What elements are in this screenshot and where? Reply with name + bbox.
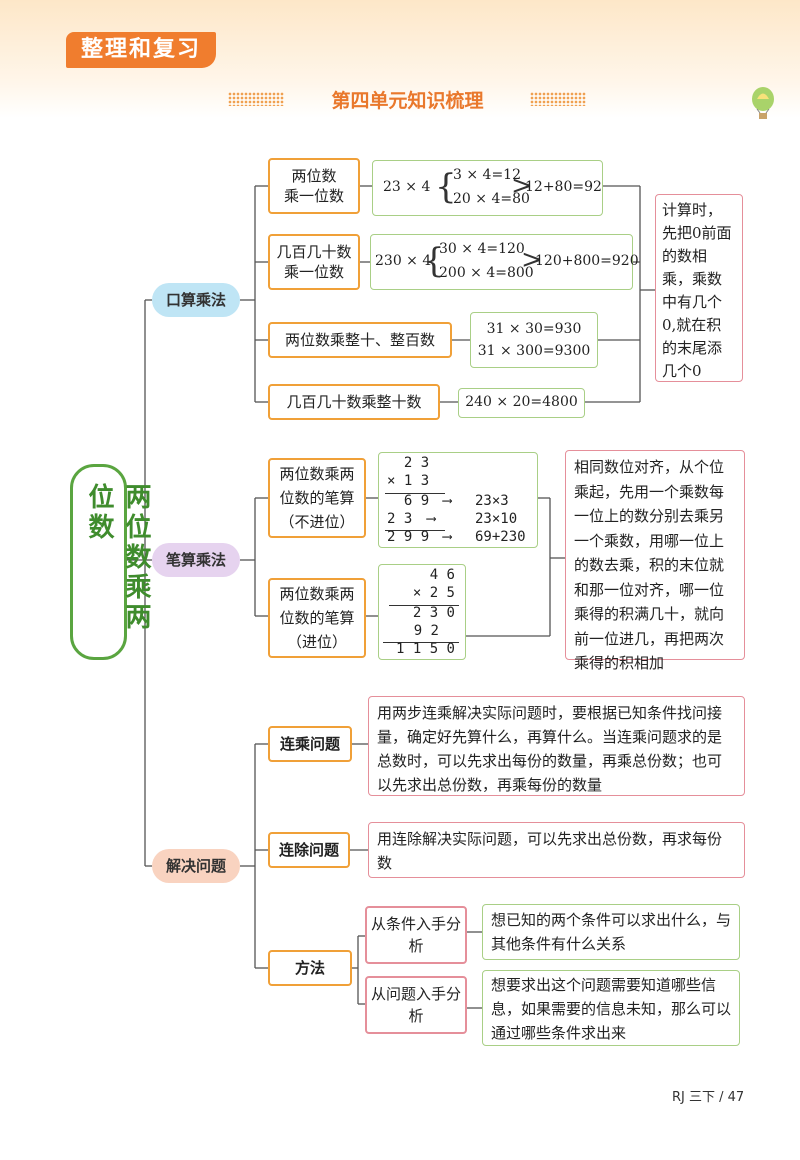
- oral-ex3-line1: 31 × 30=930: [486, 321, 582, 337]
- arrow-icon: ⟶: [427, 511, 436, 527]
- calc1-side3: 69+230: [475, 529, 526, 545]
- oral-ex1-bottom: 20 × 4=80: [453, 191, 530, 207]
- calc2-row2: × 2 5: [412, 585, 455, 601]
- oral-ex2-bottom: 200 × 4=800: [439, 265, 534, 281]
- arrow-icon: ⟶: [443, 529, 452, 545]
- oral-note: 计算时，先把0前面的数相乘，乘数中有几个0,就在积的末尾添几个0: [655, 194, 743, 382]
- oral-ex3-line2: 31 × 300=9300: [477, 343, 591, 359]
- calc1-row4: 2 3: [387, 511, 413, 527]
- oral-ex1-top: 3 × 4=12: [453, 167, 521, 183]
- problem-item-1: 连乘问题: [268, 726, 352, 762]
- merge-icon: >: [511, 171, 533, 201]
- title-dots-left: [228, 92, 284, 106]
- oral-ex2-left: 230 × 4: [375, 253, 432, 269]
- section-tag: 整理和复习: [66, 32, 216, 68]
- oral-ex2-result: 120+800=920: [535, 253, 639, 269]
- oral-item-4: 几百几十数乘整十数: [268, 384, 440, 420]
- written-note: 相同数位对齐，从个位乘起，先用一个乘数每一位上的数分别去乘另一个乘数，用哪一位上…: [565, 450, 745, 672]
- oral-item-2-line1: 几百几十数: [276, 243, 352, 261]
- oral-ex1-result: 12+80=92: [525, 179, 602, 195]
- calc2-row1: 4 6: [429, 567, 455, 583]
- brace-icon: {: [435, 167, 457, 207]
- page-title: 第四单元知识梳理: [331, 90, 484, 112]
- calc1-side2: 23×10: [475, 511, 518, 527]
- calc2-row5: 1 1 5 0: [395, 641, 455, 657]
- method-sub-2: 从问题入手分析: [365, 976, 467, 1034]
- written-calc-1: 2 3 × 1 3 6 9 2 3 2 9 9 ⟶ ⟶ ⟶ 23×3 23×10…: [378, 452, 538, 548]
- method-sub-1: 从条件入手分析: [365, 906, 467, 964]
- category-written: 笔算乘法: [152, 543, 240, 577]
- written-calc-2: 4 6 × 2 5 2 3 0 9 2 1 1 5 0: [378, 564, 466, 660]
- method-desc-2: 想要求出这个问题需要知道哪些信息，如果需要的信息未知，那么可以通过哪些条件求出来: [482, 970, 740, 1046]
- page-footer: RJ 三下 / 47: [672, 1090, 745, 1105]
- oral-ex2-top: 30 × 4=120: [439, 241, 525, 257]
- calc1-row2: × 1 3: [387, 473, 430, 489]
- calc1-rule: [385, 493, 445, 494]
- category-problems: 解决问题: [152, 849, 240, 883]
- oral-item-2: 几百几十数 乘一位数: [268, 234, 360, 290]
- calc1-side1: 23×3: [475, 493, 509, 509]
- oral-item-1-line2: 乘一位数: [283, 187, 344, 205]
- oral-example-3: 31 × 30=930 31 × 300=9300: [470, 312, 598, 368]
- oral-example-4: 240 × 20=4800: [458, 388, 585, 418]
- calc1-row3: 6 9: [403, 493, 430, 509]
- category-oral: 口算乘法: [152, 283, 240, 317]
- merge-icon: >: [521, 245, 543, 275]
- oral-item-3: 两位数乘整十、整百数: [268, 322, 452, 358]
- method-desc-1: 想已知的两个条件可以求出什么，与其他条件有什么关系: [482, 904, 740, 960]
- title-dots-right: [530, 92, 586, 106]
- calc1-rule: [385, 530, 445, 531]
- written-item-1: 两位数乘两位数的笔算（不进位）: [268, 458, 366, 538]
- oral-item-1: 两位数 乘一位数: [268, 158, 360, 214]
- problem-desc-1: 用两步连乘解决实际问题时，要根据已知条件找问接量，确定好先算什么，再算什么。当连…: [368, 696, 745, 796]
- problem-item-3: 方法: [268, 950, 352, 986]
- brace-icon: {: [423, 241, 445, 281]
- oral-item-1-line1: 两位数: [291, 167, 337, 185]
- written-item-2: 两位数乘两位数的笔算（进位）: [268, 578, 366, 658]
- root-topic: 两位数乘两位数: [84, 483, 151, 633]
- oral-item-2-line2: 乘一位数: [283, 263, 344, 281]
- calc1-row1: 2 3: [403, 455, 430, 471]
- problem-item-2: 连除问题: [268, 832, 350, 868]
- problem-desc-2: 用连除解决实际问题，可以先求出总份数，再求每份数: [368, 822, 745, 878]
- oral-example-1: 23 × 4 { 3 × 4=12 20 × 4=80 > 12+80=92: [372, 160, 603, 216]
- arrow-icon: ⟶: [443, 493, 452, 509]
- calc1-row5: 2 9 9: [387, 529, 430, 545]
- oral-ex1-left: 23 × 4: [383, 179, 431, 195]
- calc2-rule: [389, 605, 459, 606]
- root-topic-box: 两位数乘两位数: [70, 464, 151, 660]
- balloon-icon: [752, 87, 774, 119]
- calc2-row3: 2 3 0: [412, 605, 455, 621]
- oral-example-2: 230 × 4 { 30 × 4=120 200 × 4=800 > 120+8…: [370, 234, 639, 290]
- calc2-rule: [383, 642, 459, 643]
- calc2-row4: 9 2: [413, 623, 439, 639]
